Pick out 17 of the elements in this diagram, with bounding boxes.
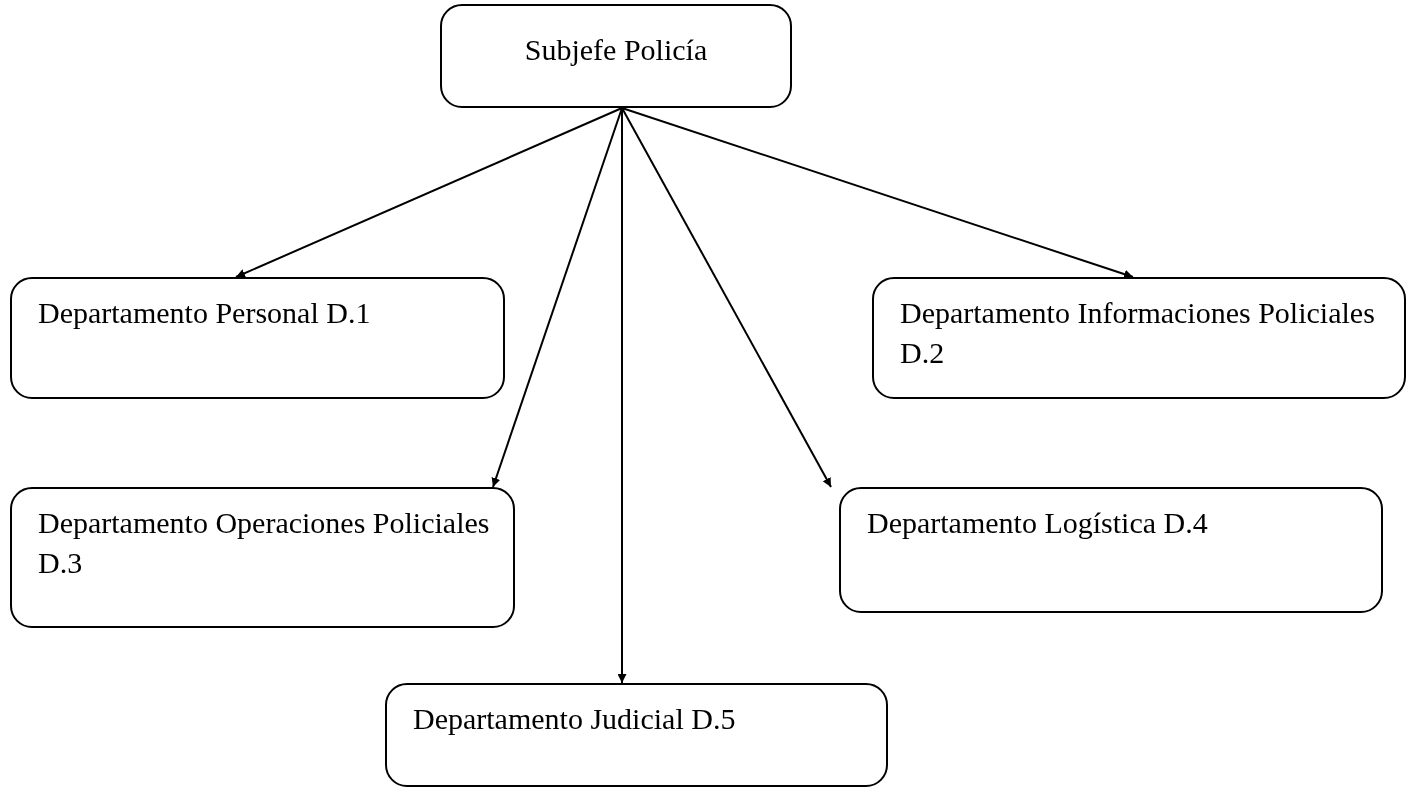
org-box: [440, 4, 792, 108]
box-label: Departamento Judicial D.5: [413, 701, 736, 737]
box-label: Departamento Logística D.4: [867, 505, 1208, 541]
box-label: Departamento Personal D.1: [38, 295, 371, 331]
box-label: Departamento Informaciones Policiales D.2: [900, 295, 1376, 371]
arrow: [621, 107, 832, 488]
org-box: [872, 277, 1406, 399]
box-label: Subjefe Policía: [524, 32, 708, 68]
org-box: [10, 487, 515, 628]
box-label: Departamento Operaciones Policiales D.3: [38, 505, 491, 581]
org-box: [10, 277, 505, 399]
arrow: [617, 107, 627, 684]
org-box: [839, 487, 1383, 613]
arrow: [235, 107, 623, 278]
arrow: [621, 107, 1134, 279]
arrow: [491, 107, 623, 488]
org-box: [385, 683, 888, 787]
